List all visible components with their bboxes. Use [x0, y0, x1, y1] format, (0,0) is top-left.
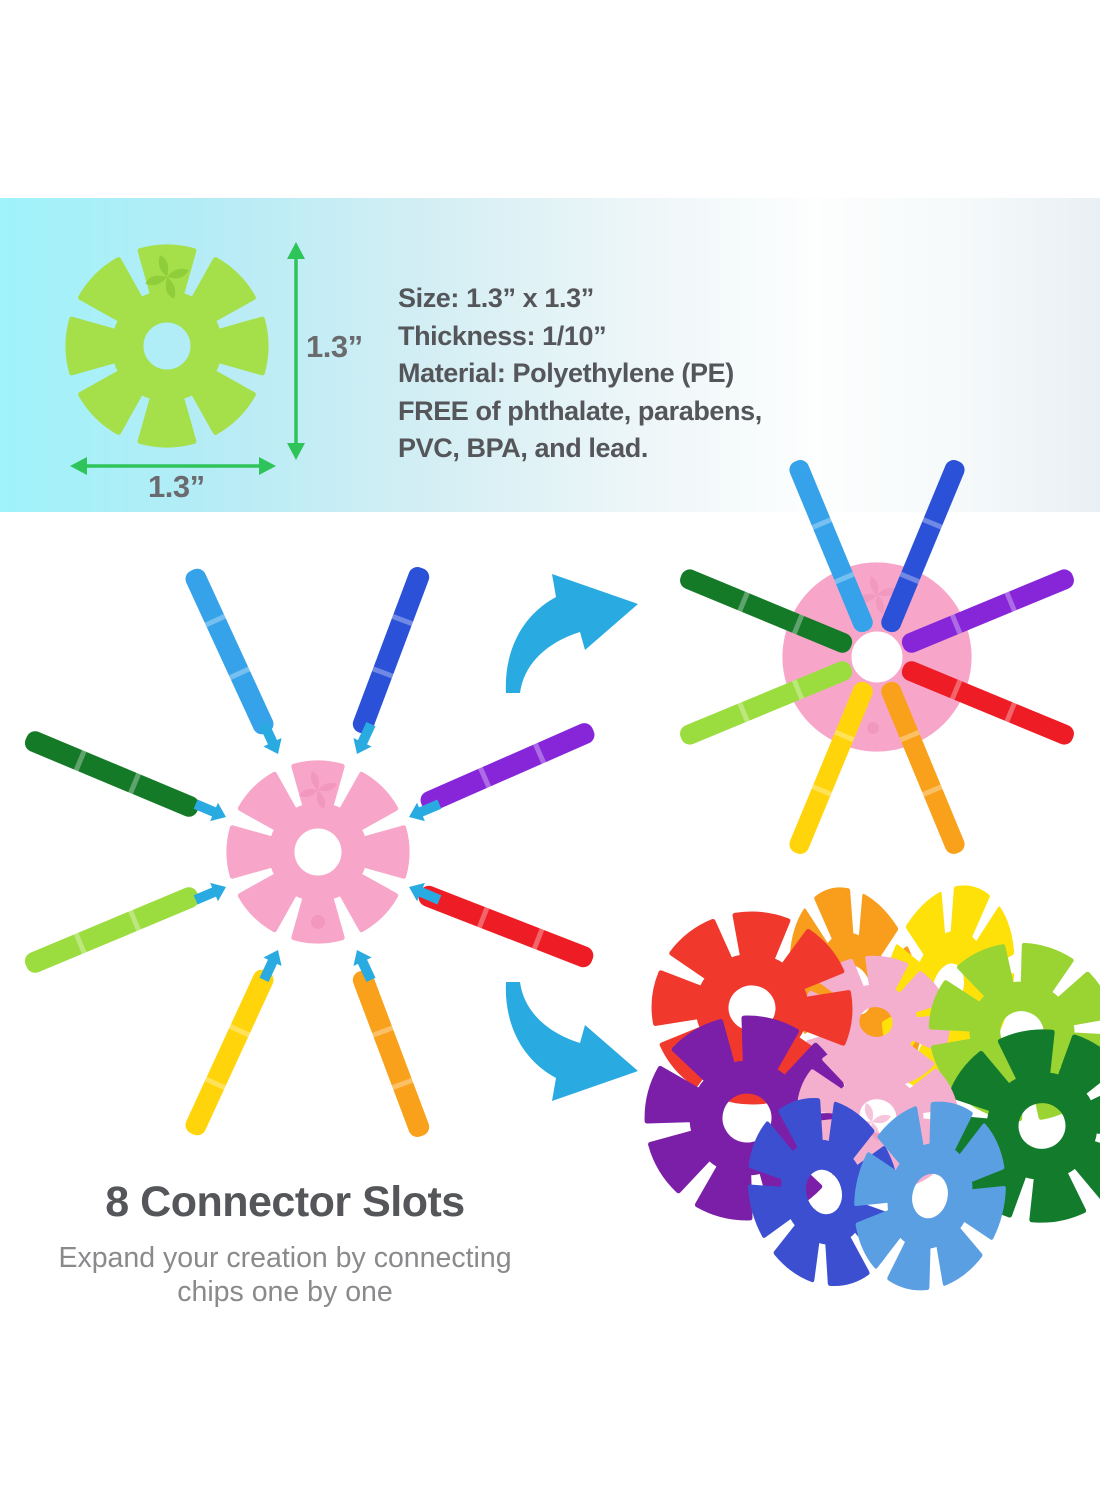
- inward-arrow-icon: [259, 721, 282, 754]
- spec-line-free-of: FREE of phthalate, parabens,: [398, 395, 762, 426]
- curved-arrow-bottom-icon: [505, 982, 638, 1101]
- chip-dimple: [867, 722, 879, 734]
- spec-line-material: Material: Polyethylene (PE): [398, 358, 734, 388]
- assembled-chip-figure: [680, 460, 1074, 854]
- green-sample-chip: [65, 244, 269, 448]
- inward-arrow-icon: [193, 882, 226, 905]
- chip-dimple: [311, 915, 325, 929]
- pinwheel-logo-icon: [145, 255, 189, 299]
- spec-line-size: Size: 1.3” x 1.3”: [398, 283, 594, 313]
- inserted-chip-orange: [881, 681, 965, 854]
- spec-line-free-of-2: PVC, BPA, and lead.: [398, 433, 648, 463]
- caption-subtitle-line2: chips one by one: [177, 1276, 393, 1308]
- spec-line-thickness: Thickness: 1/10”: [398, 320, 607, 351]
- cluster-chip-light-blue: [854, 1101, 1006, 1291]
- insert-arrows: [193, 721, 442, 983]
- edge-chip-sky-blue: [185, 568, 274, 735]
- inward-arrow-icon: [409, 882, 442, 905]
- inserted-chip-yellow: [789, 681, 873, 854]
- inserted-chip-royal-blue: [881, 460, 965, 633]
- arrow-left-icon: [70, 457, 87, 475]
- pink-center-chip: [226, 760, 410, 944]
- green-chip-shape: [65, 244, 269, 448]
- arrow-up-icon: [287, 242, 305, 259]
- edge-chip-purple: [420, 723, 595, 812]
- edge-chip-orange: [352, 970, 430, 1137]
- edge-chip-dark-green: [24, 731, 200, 817]
- height-dimension-label: 1.3”: [306, 329, 363, 364]
- caption-subtitle-line1: Expand your creation by connecting: [58, 1242, 512, 1274]
- pinwheel-logo-icon: [299, 771, 337, 809]
- inward-arrow-icon: [259, 950, 282, 983]
- arrow-right-icon: [259, 457, 276, 475]
- inserted-chip-red: [901, 661, 1074, 745]
- edge-chip-royal-blue: [352, 567, 430, 734]
- edge-chip-red: [418, 885, 594, 968]
- spec-text-block: Size: 1.3” x 1.3” Thickness: 1/10” Mater…: [398, 280, 762, 468]
- inward-arrow-icon: [193, 799, 226, 822]
- chips-cluster-figure: [644, 885, 1100, 1291]
- inward-arrow-icon: [353, 721, 376, 754]
- inserted-chip-dark-green: [680, 569, 853, 653]
- vertical-dimension-arrow: [287, 242, 305, 460]
- arrow-down-icon: [287, 443, 305, 460]
- caption-title: 8 Connector Slots: [105, 1178, 465, 1226]
- inserted-chip-sky-blue: [789, 460, 873, 633]
- width-dimension-label: 1.3”: [148, 469, 205, 504]
- horizontal-dimension-arrow: [70, 457, 276, 475]
- curved-arrow-top-icon: [505, 574, 638, 693]
- edge-chip-yellow: [185, 969, 274, 1136]
- inward-arrow-icon: [353, 950, 376, 983]
- exploded-connection-diagram: [24, 567, 595, 1137]
- inward-arrow-icon: [409, 799, 442, 822]
- caption-block: 8 Connector Slots Expand your creation b…: [35, 1178, 535, 1309]
- edge-chip-lime: [24, 887, 200, 973]
- pink-chip-shape: [226, 760, 410, 944]
- inserted-chip-purple: [901, 569, 1074, 653]
- inserted-chip-lime: [680, 661, 853, 745]
